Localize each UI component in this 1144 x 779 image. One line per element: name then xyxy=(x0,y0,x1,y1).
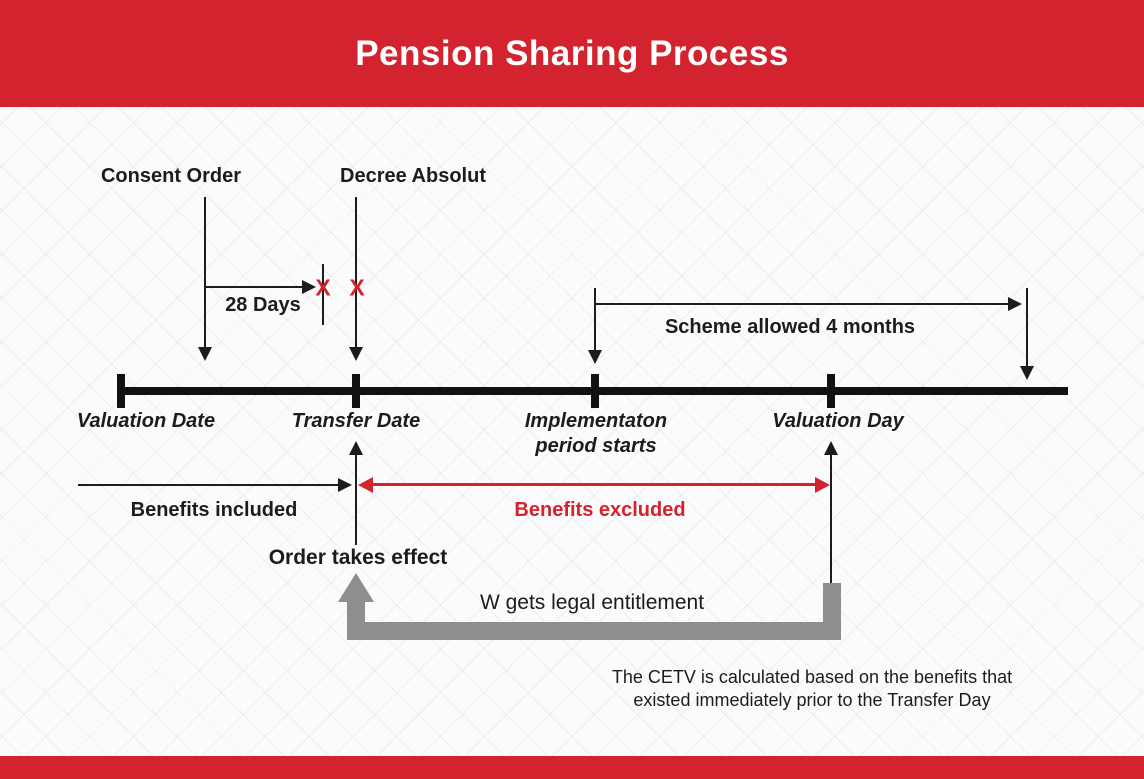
order-takes-effect-text: Order takes effect xyxy=(268,546,448,569)
transfer-up-arrowhead-icon xyxy=(349,441,363,455)
decree-absolut-arrowhead-icon xyxy=(349,347,363,361)
tick-valuation-date xyxy=(117,374,125,408)
scheme-left-arrowhead-icon xyxy=(588,350,602,364)
implementation-line1: Implementaton xyxy=(524,410,668,432)
decree-absolut-line xyxy=(355,197,357,347)
valuation-day-connector-line xyxy=(830,453,832,583)
tick-valuation-day xyxy=(827,374,835,408)
gray-arrow-right-shaft xyxy=(823,583,841,640)
consent-order-arrowhead-icon xyxy=(198,347,212,361)
scheme-right-arrowhead-icon xyxy=(1020,366,1034,380)
footer-note: The CETV is calculated based on the bene… xyxy=(612,666,1012,712)
days28-arrow-line xyxy=(205,286,305,288)
gray-arrowhead-icon xyxy=(338,573,374,602)
scheme-arrow-line xyxy=(595,303,1010,305)
days28-end-tick xyxy=(322,264,324,325)
benefits-excluded-arrow-line xyxy=(370,483,818,486)
implementation-line2: period starts xyxy=(535,435,657,457)
page-title: Pension Sharing Process xyxy=(355,33,789,73)
footer-band xyxy=(0,756,1144,779)
valuation-day-up-arrowhead-icon xyxy=(824,441,838,455)
w-entitlement-text: W gets legal entitlement xyxy=(479,591,705,614)
benefits-included-arrowhead-icon xyxy=(338,478,352,492)
timeline-label-valuation-day: Valuation Day xyxy=(772,410,904,432)
benefits-included-arrow-line xyxy=(78,484,340,486)
benefits-excluded-right-arrowhead-icon xyxy=(815,477,830,493)
scheme-left-line xyxy=(594,288,596,352)
timeline-label-implementation: Implementaton period starts xyxy=(525,409,667,459)
scheme-right-line xyxy=(1026,288,1028,368)
scheme-allowed-text: Scheme allowed 4 months xyxy=(664,316,916,338)
decree-absolut-text: Decree Absolut xyxy=(340,165,486,187)
benefits-excluded-left-arrowhead-icon xyxy=(358,477,373,493)
transfer-connector-line xyxy=(355,453,357,545)
days28-arrowhead-icon xyxy=(302,280,316,294)
tick-implementation xyxy=(591,374,599,408)
tick-transfer-date xyxy=(352,374,360,408)
timeline-label-transfer-date: Transfer Date xyxy=(291,410,421,432)
benefits-excluded-text: Benefits excluded xyxy=(514,499,686,521)
scheme-arrowhead-icon xyxy=(1008,297,1022,311)
consent-order-text: Consent Order xyxy=(100,165,242,187)
red-x-mark-icon: X xyxy=(349,274,365,301)
gray-arrow-bottom-bar xyxy=(347,622,841,640)
timeline-label-valuation-date: Valuation Date xyxy=(76,410,216,432)
days28-text: 28 Days xyxy=(225,294,301,316)
red-x-mark-icon: X xyxy=(315,274,331,301)
header-band: Pension Sharing Process xyxy=(0,0,1144,107)
footer-note-line1: The CETV is calculated based on the bene… xyxy=(611,667,1013,687)
footer-note-line2: existed immediately prior to the Transfe… xyxy=(633,690,991,710)
benefits-included-text: Benefits included xyxy=(130,499,298,521)
consent-order-line xyxy=(204,197,206,347)
